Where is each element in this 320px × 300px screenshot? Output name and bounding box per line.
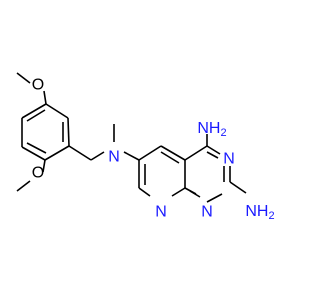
bond (123, 151, 140, 161)
bond (45, 103, 69, 119)
nh2-top-sub: 2 (220, 127, 226, 139)
bond (42, 159, 46, 173)
bond (43, 90, 47, 105)
nh2-right-main: NH (245, 203, 268, 220)
atom-n-amine: N (108, 149, 120, 166)
bond (67, 117, 70, 147)
atom-n-pyridine: N (155, 204, 167, 221)
bond (21, 146, 46, 161)
bond (44, 145, 70, 161)
bond (26, 109, 46, 122)
atom-n-pyrimidine-1: N (223, 151, 235, 168)
bond (160, 151, 180, 164)
atom-n-pyrimidine-2: N (201, 204, 213, 221)
atom-nh2-top: NH2 (197, 120, 226, 140)
nh2-right-sub: 2 (268, 210, 274, 222)
bond (189, 190, 201, 198)
molecule-diagram: O O N N N N NH2 NH2 (16, 72, 275, 223)
bond (171, 187, 186, 197)
bond (229, 181, 247, 194)
bond (206, 193, 223, 203)
bond (206, 151, 219, 159)
bond (90, 151, 105, 161)
bond (206, 145, 221, 155)
bond (138, 145, 162, 161)
atom-nh2-right: NH2 (245, 203, 274, 223)
bond (184, 145, 208, 161)
bond (26, 142, 47, 154)
nh2-top-main: NH (197, 120, 220, 137)
bond (16, 72, 31, 84)
atom-o-bottom: O (32, 165, 44, 182)
atom-o-top: O (32, 77, 44, 94)
bond (68, 145, 92, 161)
bond (160, 145, 186, 161)
bond (138, 187, 151, 197)
bond (16, 180, 31, 192)
bond (21, 103, 47, 119)
